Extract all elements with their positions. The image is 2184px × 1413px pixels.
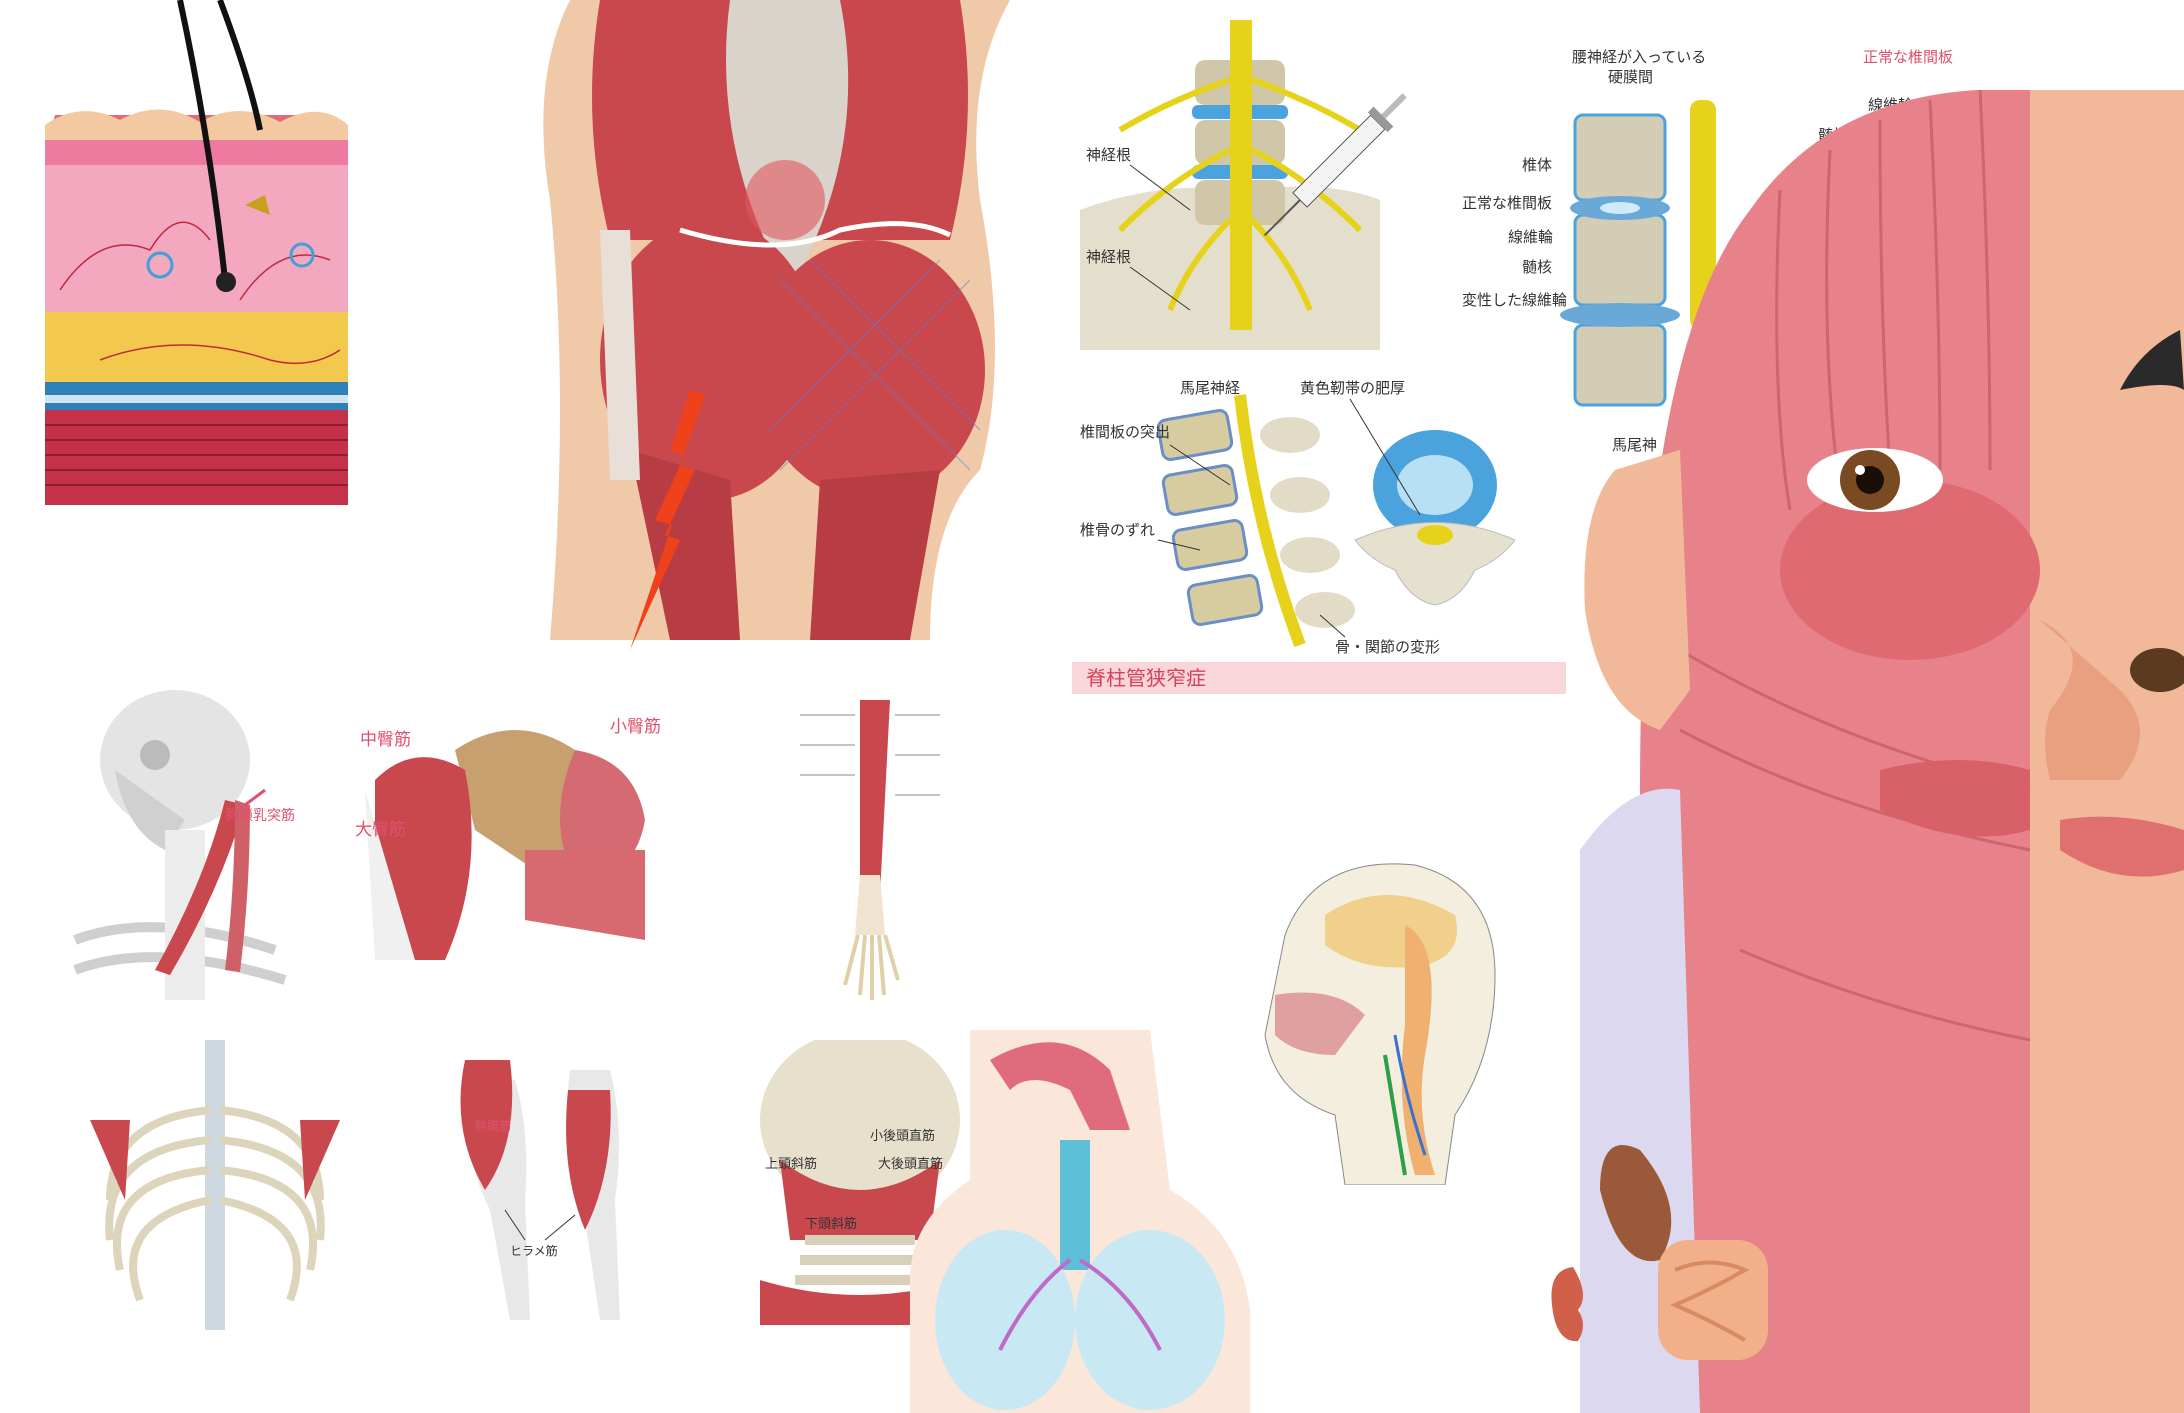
label-lumbar-2: 硬膜間 xyxy=(1608,68,1653,86)
spinal-stenosis-illustration: 馬尾神経 黄色靭帯の肥厚 椎間板の突出 椎骨のずれ 骨・関節の変形 xyxy=(1080,375,1520,665)
label-ligament-thickening: 黄色靭帯の肥厚 xyxy=(1300,379,1405,397)
label-gluteus-maximus: 大臀筋 xyxy=(355,820,406,840)
label-annulus: 線維輪 xyxy=(1508,228,1553,246)
label-rectus-major: 大後頭直筋 xyxy=(878,1156,943,1172)
ribcage-illustration xyxy=(70,1040,360,1330)
label-cauda-equina: 馬尾神経 xyxy=(1180,379,1240,397)
label-disc-protrusion: 椎間板の突出 xyxy=(1080,423,1170,441)
suboccipital-illustration: 小後頭直筋 上頭斜筋 大後頭直筋 下頭斜筋 xyxy=(760,1040,960,1325)
label-normal-disc-title: 正常な椎間板 xyxy=(1863,48,1953,66)
forearm-muscles-illustration xyxy=(800,695,940,1005)
label-joint-deformation: 骨・関節の変形 xyxy=(1335,638,1440,656)
label-nerve-root-2: 神経根 xyxy=(1086,248,1131,266)
neck-muscle-illustration: 胸鎖乳突筋 xyxy=(55,690,330,1000)
disc-illustration: 腰神経が入っている 硬膜間 正常な椎間板 線維輪 髄核 椎体 正常な椎間板 線維… xyxy=(1460,40,2020,660)
label-superior-oblique: 上頭斜筋 xyxy=(765,1156,817,1172)
label-scm: 胸鎖乳突筋 xyxy=(225,807,295,824)
label-gluteus-minimus: 小臀筋 xyxy=(610,717,661,737)
label-nerve-root-1: 神経根 xyxy=(1086,146,1131,164)
nerve-root-block-illustration: 神経根 神経根 xyxy=(1080,20,1410,350)
label-inferior-oblique: 下頭斜筋 xyxy=(805,1216,857,1232)
kidney-organ xyxy=(1548,1265,1598,1345)
label-nucleus: 髄核 xyxy=(1522,258,1552,276)
calf-muscles-illustration: 腓腹筋 ヒラメ筋 xyxy=(450,1030,640,1330)
intestine-organ xyxy=(1650,1230,1780,1380)
label-vertebra: 椎体 xyxy=(1522,156,1552,174)
head-sagittal-illustration xyxy=(1255,855,1505,1185)
stenosis-title-banner: 脊柱管狭窄症 xyxy=(1072,662,1566,694)
facial-muscles-illustration xyxy=(1580,90,2184,1413)
label-degenerated-annulus: 変性した線維輪 xyxy=(1462,291,1567,309)
respiratory-illustration xyxy=(910,1030,1250,1413)
label-lumbar-1: 腰神経が入っている xyxy=(1572,48,1706,66)
label-gastrocnemius: 腓腹筋 xyxy=(475,1118,511,1133)
skin-section-illustration xyxy=(40,0,360,510)
gluteal-back-illustration xyxy=(510,0,1050,670)
label-cauda-cut: 馬尾神 xyxy=(1612,436,1657,454)
label-rectus-minor: 小後頭直筋 xyxy=(870,1128,935,1144)
label-soleus: ヒラメ筋 xyxy=(510,1243,558,1258)
label-gluteus-medius: 中臀筋 xyxy=(360,730,411,750)
label-normal-disc: 正常な椎間板 xyxy=(1462,194,1552,212)
label-vertebral-slip: 椎骨のずれ xyxy=(1080,521,1155,539)
gluteal-medius-illustration: 中臀筋 小臀筋 大臀筋 xyxy=(355,710,665,970)
